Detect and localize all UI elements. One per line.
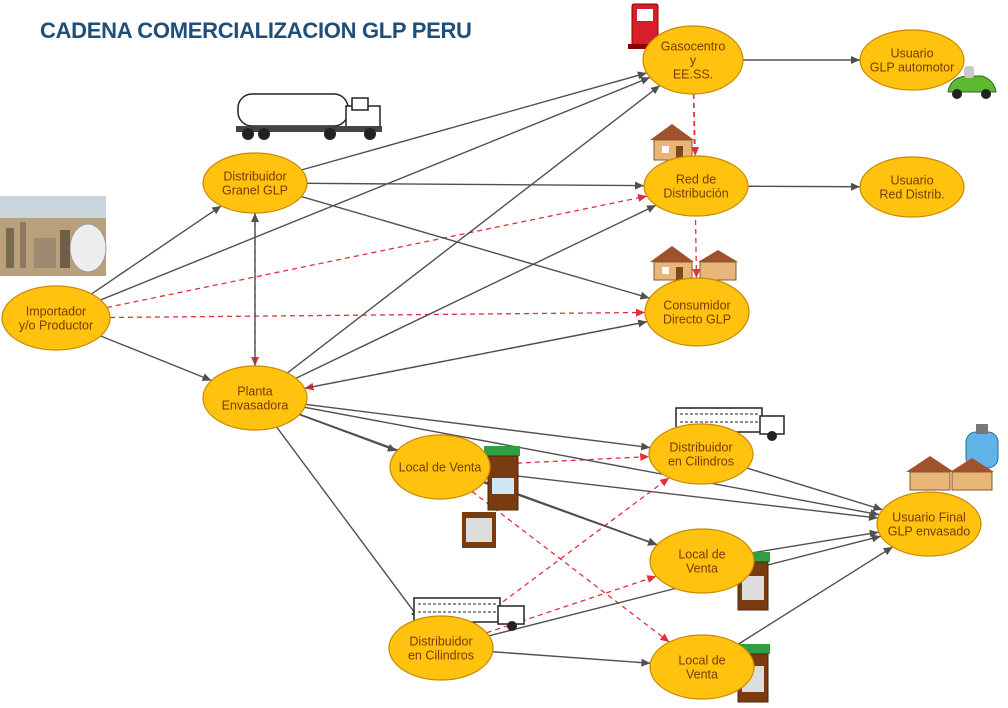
node-label: Distribución: [663, 187, 728, 201]
node-label: en Cilindros: [668, 455, 734, 469]
arrow-planta-to-gasocentro: [286, 84, 661, 374]
refinery-icon: [0, 196, 107, 276]
dashed-arrow-importador-to-consumidor: [109, 308, 646, 319]
node-shape: [202, 152, 308, 214]
node-shape: [644, 277, 750, 347]
node-shape: [642, 25, 744, 95]
node-label: Distribuidor: [409, 635, 472, 649]
arrow-local3-to-u_final: [737, 546, 894, 645]
car-icon: [947, 66, 997, 99]
node-label: Venta: [686, 562, 718, 576]
node-shape: [648, 423, 754, 485]
arrow-dist_granel-to-consumidor: [301, 195, 650, 300]
node-label: Local de: [678, 654, 725, 668]
node-label: y: [690, 54, 697, 68]
node-label: Red Distrib.: [879, 188, 944, 202]
node-label: Planta: [237, 385, 272, 399]
arrow-dist_cil2-to-local3: [492, 651, 651, 667]
node-label: Envasadora: [222, 399, 289, 413]
fuel-pump-icon: [628, 3, 662, 49]
tanker-truck-icon: [236, 93, 382, 140]
node-label: y/o Productor: [19, 319, 93, 333]
arrow-importador-to-dist_granel: [91, 205, 222, 295]
market-stall-icon: [462, 446, 520, 548]
node-local1: Local de Venta: [389, 434, 491, 500]
node-label: Distribuidor: [669, 441, 732, 455]
arrow-dist_granel-to-red: [306, 181, 645, 190]
node-label: GLP envasado: [888, 525, 971, 539]
node-label: Usuario: [890, 174, 933, 188]
node-label: en Cilindros: [408, 649, 474, 663]
node-label: Directo GLP: [663, 313, 731, 327]
node-shape: [388, 615, 494, 681]
node-shape: [876, 491, 982, 557]
dashed-arrow-gasocentro-to-red: [691, 93, 700, 157]
house-icon: [650, 246, 738, 281]
arrow-local2-to-u_final: [752, 529, 879, 554]
node-label: Granel GLP: [222, 184, 288, 198]
arrow-planta-to-red: [295, 204, 657, 379]
arrow-planta-to-dist_cil2: [276, 426, 420, 620]
house-icon: [650, 124, 694, 161]
node-shape: [389, 434, 491, 500]
node-shape: [643, 155, 749, 217]
node-label: EE.SS.: [673, 68, 713, 82]
node-shape: [649, 528, 755, 594]
arrow-importador-to-planta: [100, 335, 212, 382]
node-shape: [649, 634, 755, 700]
node-label: Consumidor: [663, 299, 730, 313]
dashed-arrow-dist_cil2-to-dist_cil1: [473, 477, 670, 624]
arrow-planta-to-dist_cil1: [305, 403, 651, 451]
page-title: CADENA COMERCIALIZACION GLP PERU: [40, 18, 472, 43]
arrow-planta-to-u_final: [304, 406, 880, 517]
node-shape: [1, 285, 111, 351]
node-label: Usuario Final: [892, 511, 966, 525]
node-label: Red de: [676, 173, 716, 187]
node-label: Local de Venta: [399, 461, 482, 475]
node-label: Importador: [26, 305, 86, 319]
house-icon: [906, 456, 994, 491]
arrow-dist_cil1-to-u_final: [746, 467, 883, 511]
node-shape: [859, 156, 965, 218]
arrow-dist_granel-to-gasocentro: [301, 71, 647, 171]
arrow-importador-to-gasocentro: [100, 76, 651, 301]
node-label: Distribuidor: [223, 170, 286, 184]
node-label: Local de: [678, 548, 725, 562]
dashed-arrow-importador-to-red: [106, 193, 648, 309]
node-label: Gasocentro: [661, 40, 726, 54]
node-label: Usuario: [890, 47, 933, 61]
node-shape: [202, 365, 308, 431]
arrow-red-to-u_red: [747, 182, 861, 191]
node-shape: [859, 29, 965, 91]
arrow-planta-to-consumidor: [304, 319, 648, 390]
node-label: Venta: [686, 668, 718, 682]
arrow-local1-to-u_final: [489, 472, 878, 521]
node-label: GLP automotor: [870, 61, 955, 75]
